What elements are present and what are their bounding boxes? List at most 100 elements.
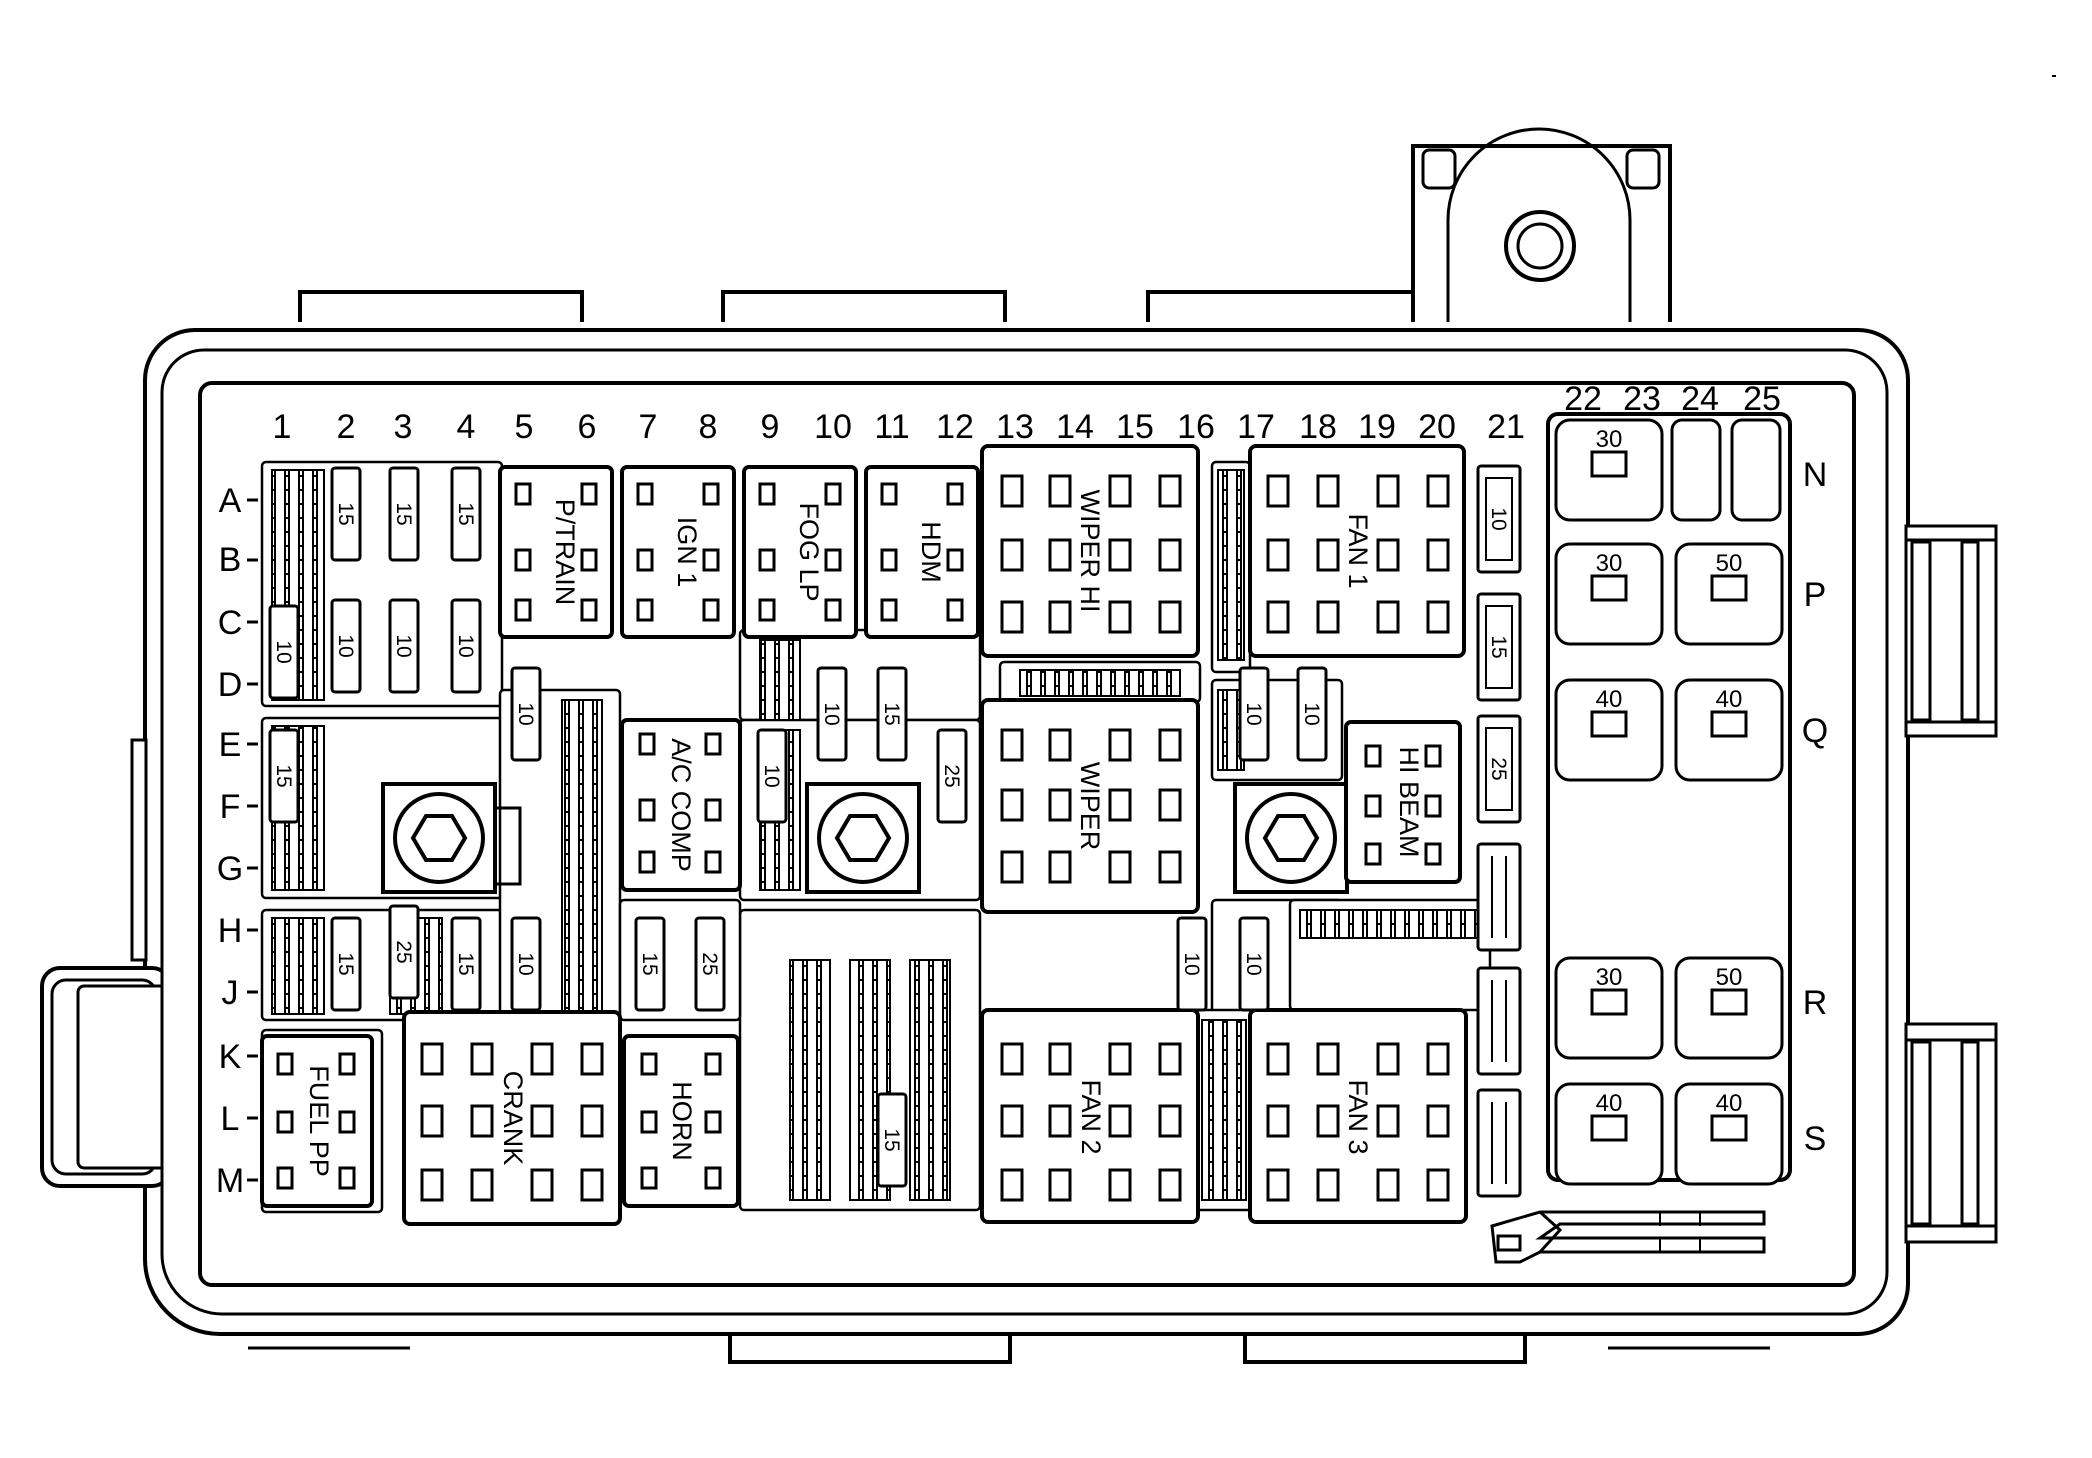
right-latch-bottom	[1904, 1022, 1998, 1244]
row-label: H	[218, 912, 243, 950]
mini-fuse-4-ab: 15	[450, 466, 482, 562]
col-label: 3	[394, 408, 413, 446]
mini-fuse-7-hj: 15	[634, 916, 666, 1012]
col-label: 23	[1623, 380, 1661, 418]
relay-fan1: FAN 1	[1248, 444, 1466, 658]
relay-fan2: FAN 2	[980, 1008, 1200, 1224]
col-label: 9	[761, 408, 780, 446]
mini-fuse-4-cd: 10	[450, 598, 482, 694]
relay-wiper: WIPER	[980, 698, 1200, 914]
row-label-ticks	[247, 498, 258, 1182]
svg-text:15: 15	[454, 502, 477, 525]
row-label: L	[221, 1100, 240, 1138]
col-label: 1	[273, 408, 292, 446]
row-label: K	[219, 1038, 242, 1076]
mini-fuse-9-ef: 10	[756, 728, 788, 824]
svg-text:10: 10	[1242, 952, 1265, 975]
j-case-fuse-21-c: 25	[1476, 714, 1522, 824]
svg-text:15: 15	[1487, 635, 1510, 658]
relay-hdm: HDM	[864, 465, 980, 639]
row-label: J	[222, 974, 239, 1012]
mini-fuse-1-cd: 10	[268, 604, 300, 700]
left-latch	[40, 738, 172, 1188]
empty-slot-n-24	[1670, 418, 1722, 522]
relay-label-ign1: IGN 1	[672, 517, 702, 588]
svg-text:10: 10	[1242, 702, 1265, 725]
svg-text:40: 40	[1716, 1090, 1743, 1117]
relay-foglp: FOG LP	[742, 465, 858, 639]
svg-text:15: 15	[880, 702, 903, 725]
row-label: Q	[1802, 712, 1828, 750]
relay-label-ptrain: P/TRAIN	[550, 499, 580, 606]
relay-label-crank: CRANK	[498, 1071, 528, 1166]
col-label: 4	[457, 408, 476, 446]
maxi-fuse-p-23: 50	[1674, 542, 1784, 646]
relay-fan3: FAN 3	[1248, 1008, 1468, 1224]
empty-slot-n-25	[1730, 418, 1782, 522]
row-label: F	[220, 788, 241, 826]
relay-horn: HORN	[622, 1034, 740, 1208]
svg-text:10: 10	[760, 764, 783, 787]
col-label: 5	[515, 408, 534, 446]
relay-wiperhi: WIPER HI	[980, 444, 1200, 658]
svg-text:10: 10	[820, 702, 843, 725]
col-label: 16	[1177, 408, 1215, 446]
mini-fuse-3-hj: 25	[388, 904, 420, 1000]
mini-fuse-11-lm: 15	[876, 1092, 908, 1188]
mini-fuses: 15 15 15 10 10 10 10 10 10 15 10 10 15 1…	[268, 466, 1328, 1188]
col-label: 13	[996, 408, 1034, 446]
relay-label-accomp: A/C COMP	[666, 738, 696, 872]
mini-fuse-4-hj: 15	[450, 916, 482, 1012]
mini-fuse-2-hj: 15	[330, 916, 362, 1012]
row-label: R	[1803, 984, 1828, 1022]
svg-text:50: 50	[1716, 550, 1743, 577]
svg-text:10: 10	[454, 634, 477, 657]
svg-text:10: 10	[1487, 507, 1510, 530]
mini-fuse-8-hj: 25	[694, 916, 726, 1012]
row-labels-right: N P Q R S	[1802, 456, 1828, 1158]
relay-label-fan2: FAN 2	[1076, 1079, 1106, 1154]
col-label: 7	[639, 408, 658, 446]
svg-text:30: 30	[1596, 550, 1623, 577]
relay-ign1: IGN 1	[620, 465, 736, 639]
maxi-fuse-r-23: 50	[1674, 956, 1784, 1060]
row-label: P	[1804, 576, 1827, 614]
svg-text:40: 40	[1596, 686, 1623, 713]
j-case-fuse-21-b: 15	[1476, 592, 1522, 702]
right-latch-top	[1904, 524, 1998, 738]
column-labels: 1 2 3 4 5 6 7 8 9 10 11 12 13 14 15 16 1…	[273, 380, 1781, 446]
bolt-stud-2	[805, 782, 921, 894]
svg-text:40: 40	[1716, 686, 1743, 713]
col-label: 10	[814, 408, 852, 446]
row-label: S	[1804, 1120, 1827, 1158]
mini-fuse-17-de: 10	[1238, 666, 1270, 762]
maxi-fuse-r-22: 30	[1554, 956, 1664, 1060]
svg-text:30: 30	[1596, 964, 1623, 991]
top-tab-2	[721, 290, 1007, 322]
col-label: 17	[1237, 408, 1275, 446]
svg-text:10: 10	[1300, 702, 1323, 725]
svg-text:30: 30	[1596, 426, 1623, 453]
maxi-fuse-n-22: 30	[1554, 418, 1664, 522]
svg-text:10: 10	[272, 640, 295, 663]
mini-fuse-2-cd: 10	[330, 598, 362, 694]
row-label: D	[218, 666, 243, 704]
row-labels-left: A B C D E F G H J K L M	[216, 482, 244, 1200]
svg-text:50: 50	[1716, 964, 1743, 991]
svg-text:15: 15	[392, 502, 415, 525]
maxi-fuse-p-22: 30	[1554, 542, 1664, 646]
maxi-fuse-q-22: 40	[1554, 678, 1664, 782]
fuse-puller-tool	[1490, 1210, 1766, 1264]
relay-label-wiper: WIPER	[1075, 762, 1105, 851]
svg-text:25: 25	[392, 940, 415, 963]
svg-text:10: 10	[514, 952, 537, 975]
maxi-fuse-s-23: 40	[1674, 1082, 1784, 1186]
svg-text:10: 10	[392, 634, 415, 657]
col-label: 15	[1116, 408, 1154, 446]
maxi-fuse-s-22: 40	[1554, 1082, 1664, 1186]
svg-text:25: 25	[1487, 757, 1510, 780]
mini-fuse-18-de: 10	[1296, 666, 1328, 762]
col-label: 8	[699, 408, 718, 446]
col-label: 18	[1299, 408, 1337, 446]
col-label: 19	[1358, 408, 1396, 446]
